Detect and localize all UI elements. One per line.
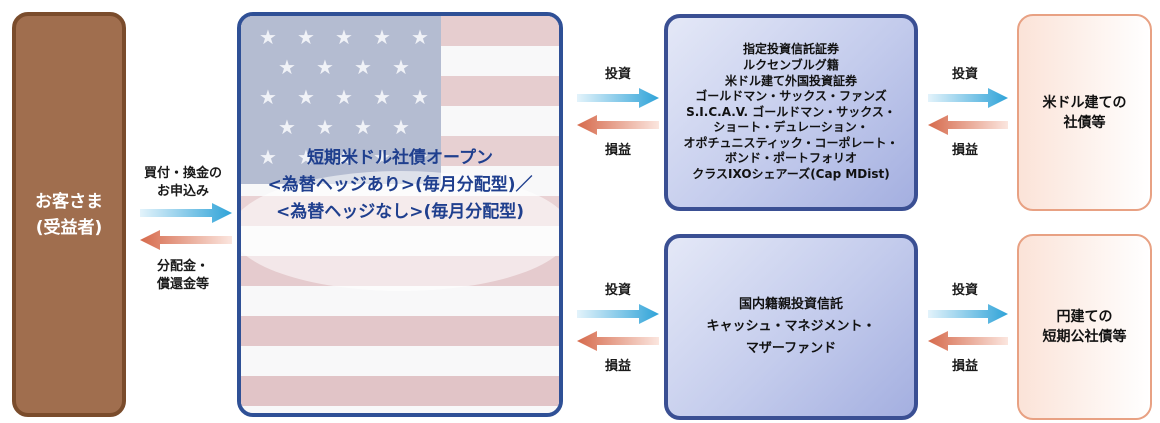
investee-top-line: クラスIXOシェアーズ(Cap MDist) — [692, 167, 890, 182]
svg-text:★: ★ — [373, 85, 391, 109]
distribution-label-line2: 償還金等 — [156, 277, 209, 292]
svg-text:★: ★ — [411, 85, 429, 109]
jpy-bonds-line1: 円建ての — [1056, 309, 1113, 325]
investee-top-line: 米ドル建て外国投資証券 — [724, 73, 857, 88]
svg-text:★: ★ — [297, 145, 315, 169]
usd-bonds-box: 米ドル建ての 社債等 — [1017, 14, 1152, 211]
arrow-return-to-customer — [140, 230, 232, 250]
svg-text:★: ★ — [316, 115, 334, 139]
arrow-invest-to-fund — [140, 203, 232, 223]
svg-text:★: ★ — [259, 145, 277, 169]
distribution-label-line1: 分配金・ — [156, 259, 209, 274]
fund-class-unhedged: <為替ヘッジなし>(毎月分配型) — [275, 202, 525, 222]
arrow-pnl-bottom — [577, 331, 659, 351]
pnl-label-bottom: 損益 — [604, 359, 631, 374]
arrow-pnl-top-right — [928, 115, 1008, 135]
arrow-pnl-top — [577, 115, 659, 135]
investee-top-line: ゴールドマン・サックス・ファンズ — [695, 89, 887, 104]
jpy-bonds-box: 円建ての 短期公社債等 — [1017, 234, 1152, 420]
purchase-label-line2: お申込み — [156, 184, 209, 199]
investee-top-line: オポチュニスティック・コーポレート・ — [683, 135, 899, 150]
customer-sublabel: (受益者) — [35, 217, 103, 238]
svg-text:★: ★ — [411, 145, 429, 169]
customer-label: お客さま — [35, 191, 103, 212]
svg-text:★: ★ — [297, 25, 315, 49]
svg-text:★: ★ — [278, 55, 296, 79]
investee-top-line: S.I.C.A.V. ゴールドマン・サックス・ — [686, 104, 896, 119]
jpy-bonds-line2: 短期公社債等 — [1042, 329, 1127, 345]
svg-text:★: ★ — [297, 85, 315, 109]
purchase-label-line1: 買付・換金の — [143, 166, 222, 181]
usd-bonds-line2: 社債等 — [1063, 114, 1106, 131]
svg-text:★: ★ — [411, 25, 429, 49]
fund-title: 短期米ドル社債オープン — [307, 148, 493, 168]
svg-text:★: ★ — [259, 85, 277, 109]
arrow-invest-bottom-right — [928, 304, 1008, 324]
fund-class-hedged: <為替ヘッジあり>(毎月分配型)／ — [267, 175, 533, 195]
pnl-label-top-right: 損益 — [951, 143, 978, 158]
pnl-label-top: 損益 — [604, 143, 631, 158]
investee-bottom-line: キャッシュ・マネジメント・ — [706, 319, 876, 334]
invest-label-bottom-right: 投資 — [951, 283, 978, 298]
purchase-label: 買付・換金の お申込み — [131, 165, 235, 201]
svg-text:★: ★ — [373, 25, 391, 49]
svg-text:★: ★ — [259, 25, 277, 49]
svg-text:★: ★ — [278, 115, 296, 139]
us-flag-background: ★★★★★ ★★★★ ★★★★★ ★★★★ ★★★★★ — [241, 16, 559, 413]
svg-text:★: ★ — [316, 55, 334, 79]
customer-box: お客さま (受益者) — [12, 12, 126, 417]
svg-text:★: ★ — [354, 115, 372, 139]
svg-text:★: ★ — [392, 55, 410, 79]
svg-text:★: ★ — [335, 145, 353, 169]
pnl-label-bottom-right: 損益 — [951, 359, 978, 374]
investee-bottom-line: 国内籍親投資信託 — [738, 297, 843, 312]
distribution-label: 分配金・ 償還金等 — [131, 258, 235, 294]
invest-label-bottom: 投資 — [604, 283, 631, 298]
investee-top-line: ルクセンブルグ籍 — [743, 57, 839, 72]
svg-text:★: ★ — [373, 145, 391, 169]
invest-label-top-right: 投資 — [951, 67, 978, 82]
fund-name: 短期米ドル社債オープン <為替ヘッジあり>(毎月分配型)／ <為替ヘッジなし>(… — [267, 145, 532, 226]
fund-box: ★★★★★ ★★★★ ★★★★★ ★★★★ ★★★★★ 短期米ドル社債オープン … — [237, 12, 563, 417]
usd-bonds-line1: 米ドル建ての — [1042, 94, 1127, 111]
arrow-invest-top — [577, 88, 659, 108]
svg-text:★: ★ — [335, 25, 353, 49]
investee-top-line: ショート・デュレーション・ — [713, 120, 869, 135]
investee-bottom-box: 国内籍親投資信託 キャッシュ・マネジメント・ マザーファンド — [664, 234, 918, 420]
svg-text:★: ★ — [392, 115, 410, 139]
svg-text:★: ★ — [354, 55, 372, 79]
arrow-invest-bottom — [577, 304, 659, 324]
arrow-pnl-bottom-right — [928, 331, 1008, 351]
investee-top-box: 指定投資信託証券 ルクセンブルグ籍 米ドル建て外国投資証券 ゴールドマン・サック… — [664, 14, 918, 211]
arrow-invest-top-right — [928, 88, 1008, 108]
investee-bottom-line: マザーファンド — [745, 341, 837, 356]
invest-label-top: 投資 — [604, 67, 631, 82]
investee-top-line: ボンド・ポートフォリオ — [724, 151, 857, 166]
investee-top-line: 指定投資信託証券 — [742, 42, 839, 57]
svg-text:★: ★ — [335, 85, 353, 109]
